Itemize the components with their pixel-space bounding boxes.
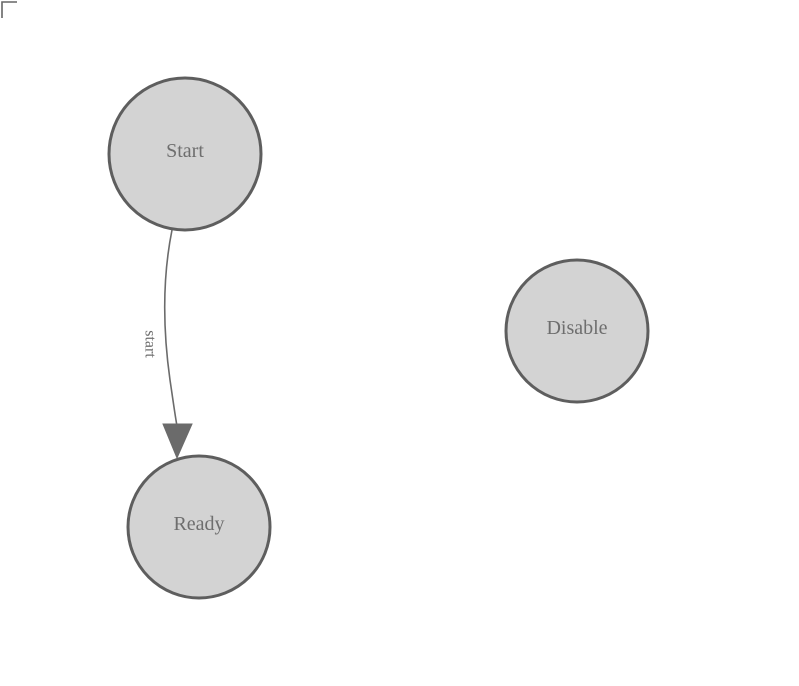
node-disable-shape[interactable] — [504, 258, 650, 404]
arrowhead-icon — [162, 423, 193, 460]
node-ready-label: Ready — [173, 513, 224, 535]
node-start-label: Start — [166, 140, 204, 162]
node-ready[interactable]: Ready — [126, 454, 272, 600]
node-ready-shape[interactable] — [126, 454, 272, 600]
node-start-shape[interactable] — [107, 76, 263, 232]
node-start[interactable]: Start — [107, 76, 263, 232]
canvas-corner-marker — [1, 1, 17, 18]
edge-label-start: start — [142, 330, 159, 358]
edge-start-to-ready[interactable]: start — [142, 229, 193, 460]
node-disable-label: Disable — [546, 317, 607, 339]
node-disable[interactable]: Disable — [504, 258, 650, 404]
edge-path — [163, 229, 178, 427]
